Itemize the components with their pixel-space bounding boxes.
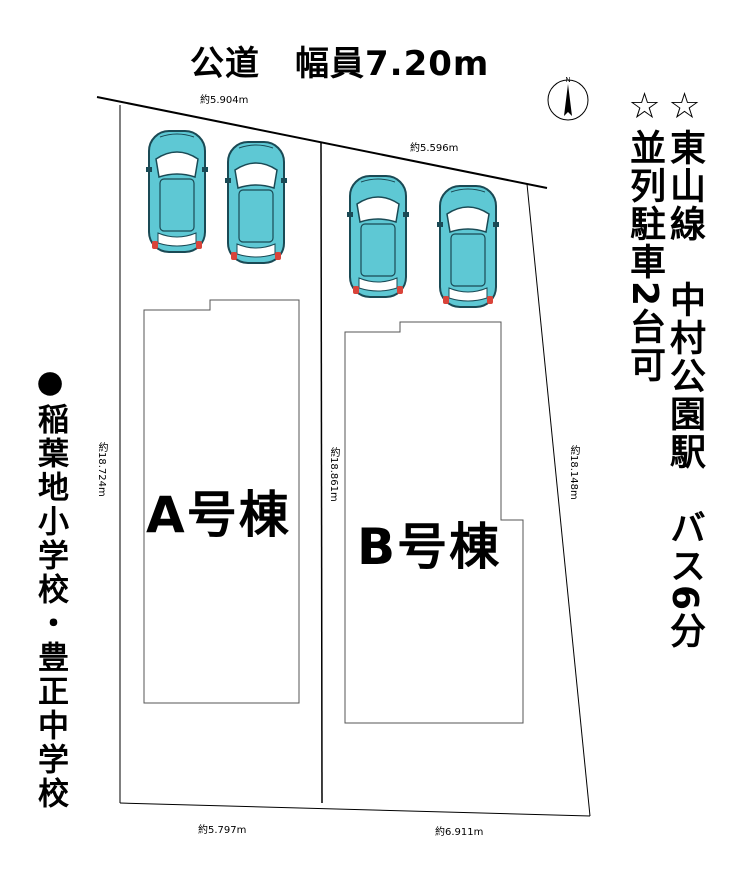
building-b-outline — [344, 321, 524, 724]
building-b-label: B号棟 — [357, 518, 502, 576]
compass-letter: N — [565, 77, 570, 84]
parking-info: ☆並列駐車2台可 — [624, 86, 665, 385]
dim-middle: 約18.861m — [328, 447, 339, 502]
dim-bottom-left: 約5.797m — [198, 825, 247, 836]
compass-icon — [547, 79, 589, 121]
lot-right-edge — [526, 183, 591, 817]
car-icon — [437, 185, 499, 308]
building-a-label: A号棟 — [146, 486, 291, 544]
building-a-outline — [143, 299, 300, 704]
road-label: 公道 幅員7.20m — [190, 44, 490, 84]
lot-boundary — [96, 96, 548, 189]
dim-bottom-right: 約6.911m — [435, 827, 484, 838]
access-info: ☆東山線 中村公園駅 バス6分 — [664, 86, 705, 651]
school-info: ●稲葉地小学校・豊正中学校 — [32, 364, 68, 811]
car-icon — [347, 175, 409, 298]
car-icon — [225, 141, 287, 264]
dim-right: 約18.148m — [568, 445, 579, 500]
dim-left: 約18.724m — [96, 442, 107, 497]
car-icon — [146, 130, 208, 253]
dim-top-right: 約5.596m — [410, 143, 459, 154]
lot-divider — [320, 141, 323, 804]
lot-bottom-edge — [119, 802, 591, 817]
dim-top-left: 約5.904m — [200, 95, 249, 106]
